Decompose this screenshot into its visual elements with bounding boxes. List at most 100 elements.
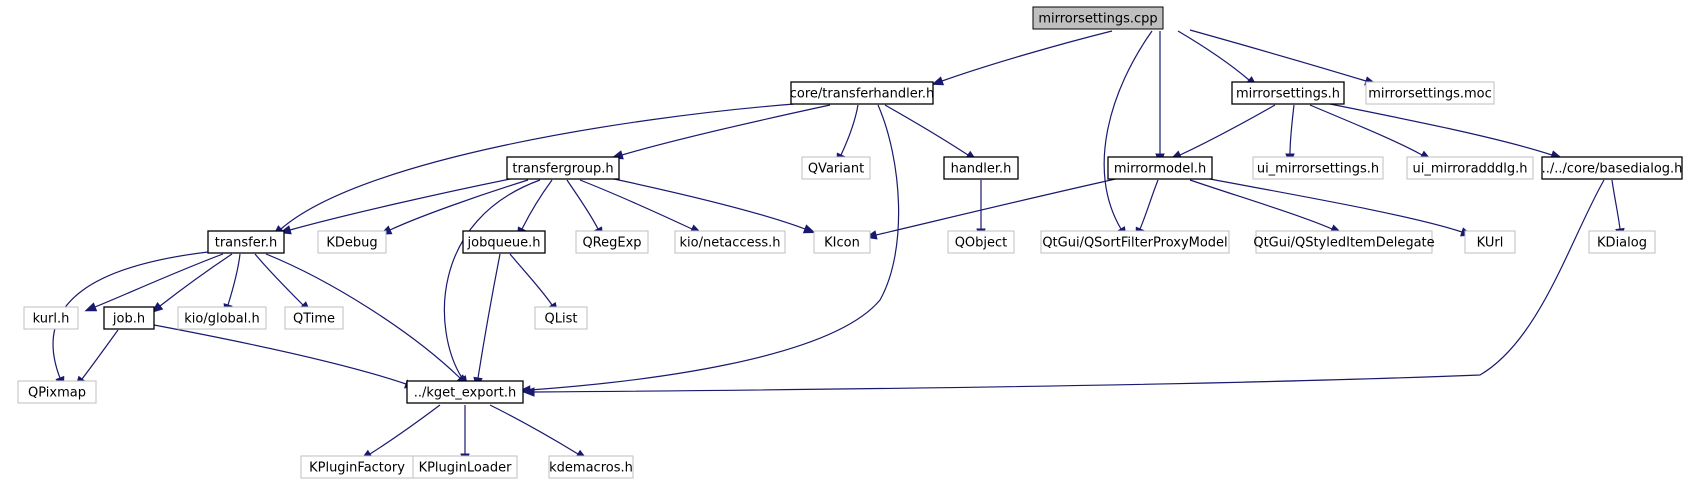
node-box [947,230,1015,254]
edge-mirrorsettings_cpp-to-transferhandler_h [931,30,1113,86]
node-box [674,230,786,254]
node-label: QVariant [808,162,864,177]
node-jobqueue-h[interactable]: jobqueue.h [462,230,546,254]
node-box [801,156,871,180]
edge-line [369,404,441,455]
node-transfergroup-h[interactable]: transfergroup.h [506,156,620,180]
edge-transfer_h-to-kio_global_h [223,253,241,316]
node-kpluginfactory: KPluginFactory [300,455,414,479]
edge-mirrorsettings_h-to-ui_mirrorsettings_h [1285,104,1295,166]
node-box [575,230,649,254]
edge-basedialog_h-to-kdialog [1611,179,1625,241]
node-box [1406,156,1534,180]
node-label: job.h [112,312,145,327]
node-kurl: KUrl [1464,230,1516,254]
edge-line [1189,29,1367,82]
node-label: kio/netaccess.h [680,236,781,251]
node-label: transfergroup.h [512,162,613,177]
edge-line [443,179,541,379]
node-box [1464,230,1516,254]
edges-layer [52,29,1625,466]
edge-transfergroup_h-to-jobqueue_h [516,179,553,240]
node-mirrorsettings-cpp[interactable]: mirrorsettings.cpp [1032,6,1164,30]
node-label: ui_mirrorsettings.h [1257,162,1379,177]
edge-line [477,253,501,379]
edge-line [521,179,553,230]
node-label: QObject [955,236,1008,251]
node-box [317,230,387,254]
node-kio-netaccess-h: kio/netaccess.h [674,230,786,254]
node-label: mirrormodel.h [1114,162,1206,177]
edge-job_h-to-qpixmap [75,329,119,388]
node-label: jobqueue.h [467,236,541,251]
node-label: QList [545,312,578,327]
node-label: ../../core/basedialog.h [1542,162,1683,177]
node-ui-mirroradddlg-h: ui_mirroradddlg.h [1406,156,1534,180]
edge-line [1139,179,1159,230]
node-label: KDebug [326,236,377,251]
node-label: KIcon [824,236,860,251]
node-box [412,455,518,479]
edge-line [81,329,119,380]
edge-job_h-to-kget_export_h [153,324,417,389]
edge-line [1179,104,1276,156]
node-kget-export-h[interactable]: ../kget_export.h [406,380,524,404]
node-box [506,156,620,180]
node-qstyleditemdelegate: QtGui/QStyledItemDelegate [1253,230,1435,254]
node-handler-h[interactable]: handler.h [943,156,1019,180]
edge-line [566,179,599,230]
node-label: QTime [293,312,335,327]
edge-line [579,179,693,230]
node-mirrorsettings-h[interactable]: mirrorsettings.h [1231,81,1345,105]
edge-transfergroup_h-to-kget_export_h [443,179,541,388]
edge-line [1103,30,1153,230]
edge-line [1309,104,1423,156]
edge-transferhandler_h-to-handler_h [884,104,978,162]
node-label: mirrorsettings.cpp [1038,12,1157,27]
edge-transfergroup_h-to-kdebug [379,179,529,235]
edge-mirrorsettings_cpp-to-qsortfilterproxymodel [1103,30,1153,239]
edge-mirrorsettings_h-to-mirrormodel_h [1169,104,1276,160]
node-box [1252,156,1384,180]
node-box [103,306,155,330]
node-basedialog-h[interactable]: ../../core/basedialog.h [1541,156,1683,180]
node-box [534,306,588,330]
edge-kget_export_h-to-kdemacros_h [489,404,588,460]
node-label: mirrorsettings.moc [1368,87,1492,102]
edge-mirrormodel_h-to-kicon [864,177,1121,240]
node-transferhandler-h[interactable]: core/transferhandler.h [790,81,934,105]
edge-mirrorsettings_h-to-ui_mirroradddlg_h [1309,104,1432,161]
arrowhead [802,224,816,234]
node-mirrormodel-h[interactable]: mirrormodel.h [1107,156,1213,180]
node-kicon: KIcon [813,230,871,254]
edge-mirrormodel_h-to-kurl [1209,178,1473,237]
edge-line [227,253,241,306]
node-box [17,380,97,404]
node-label: ui_mirroradddlg.h [1412,162,1527,177]
node-box [462,230,546,254]
node-box [943,156,1019,180]
edge-transfer_h-to-kurl_h [84,253,224,312]
node-box [406,380,524,404]
edge-mirrormodel_h-to-qsortfilterproxymodel [1135,179,1159,240]
node-box [813,230,871,254]
node-label: kurl.h [33,312,70,327]
node-job-h[interactable]: job.h [103,306,155,330]
node-label: KDialog [1597,236,1647,251]
node-label: kdemacros.h [549,461,633,476]
edge-line [265,253,461,379]
node-transfer-h[interactable]: transfer.h [207,230,285,254]
edge-mirrormodel_h-to-qstyleditemdelegate [1189,179,1343,234]
node-kdemacros-h: kdemacros.h [548,455,634,479]
arrowhead [84,302,98,312]
edge-line [280,103,795,230]
arrowhead [151,301,164,313]
node-box [1107,156,1213,180]
edge-line [153,324,407,385]
node-kdebug: KDebug [317,230,387,254]
nodes-layer: mirrorsettings.cpp core/transferhandler.h… [17,6,1683,479]
edge-transfergroup_h-to-kio_netaccess_h [579,179,703,234]
edge-kget_export_h-to-kpluginfactory [360,404,441,461]
edge-line [1329,103,1553,156]
node-kio-global-h: kio/global.h [177,306,267,330]
